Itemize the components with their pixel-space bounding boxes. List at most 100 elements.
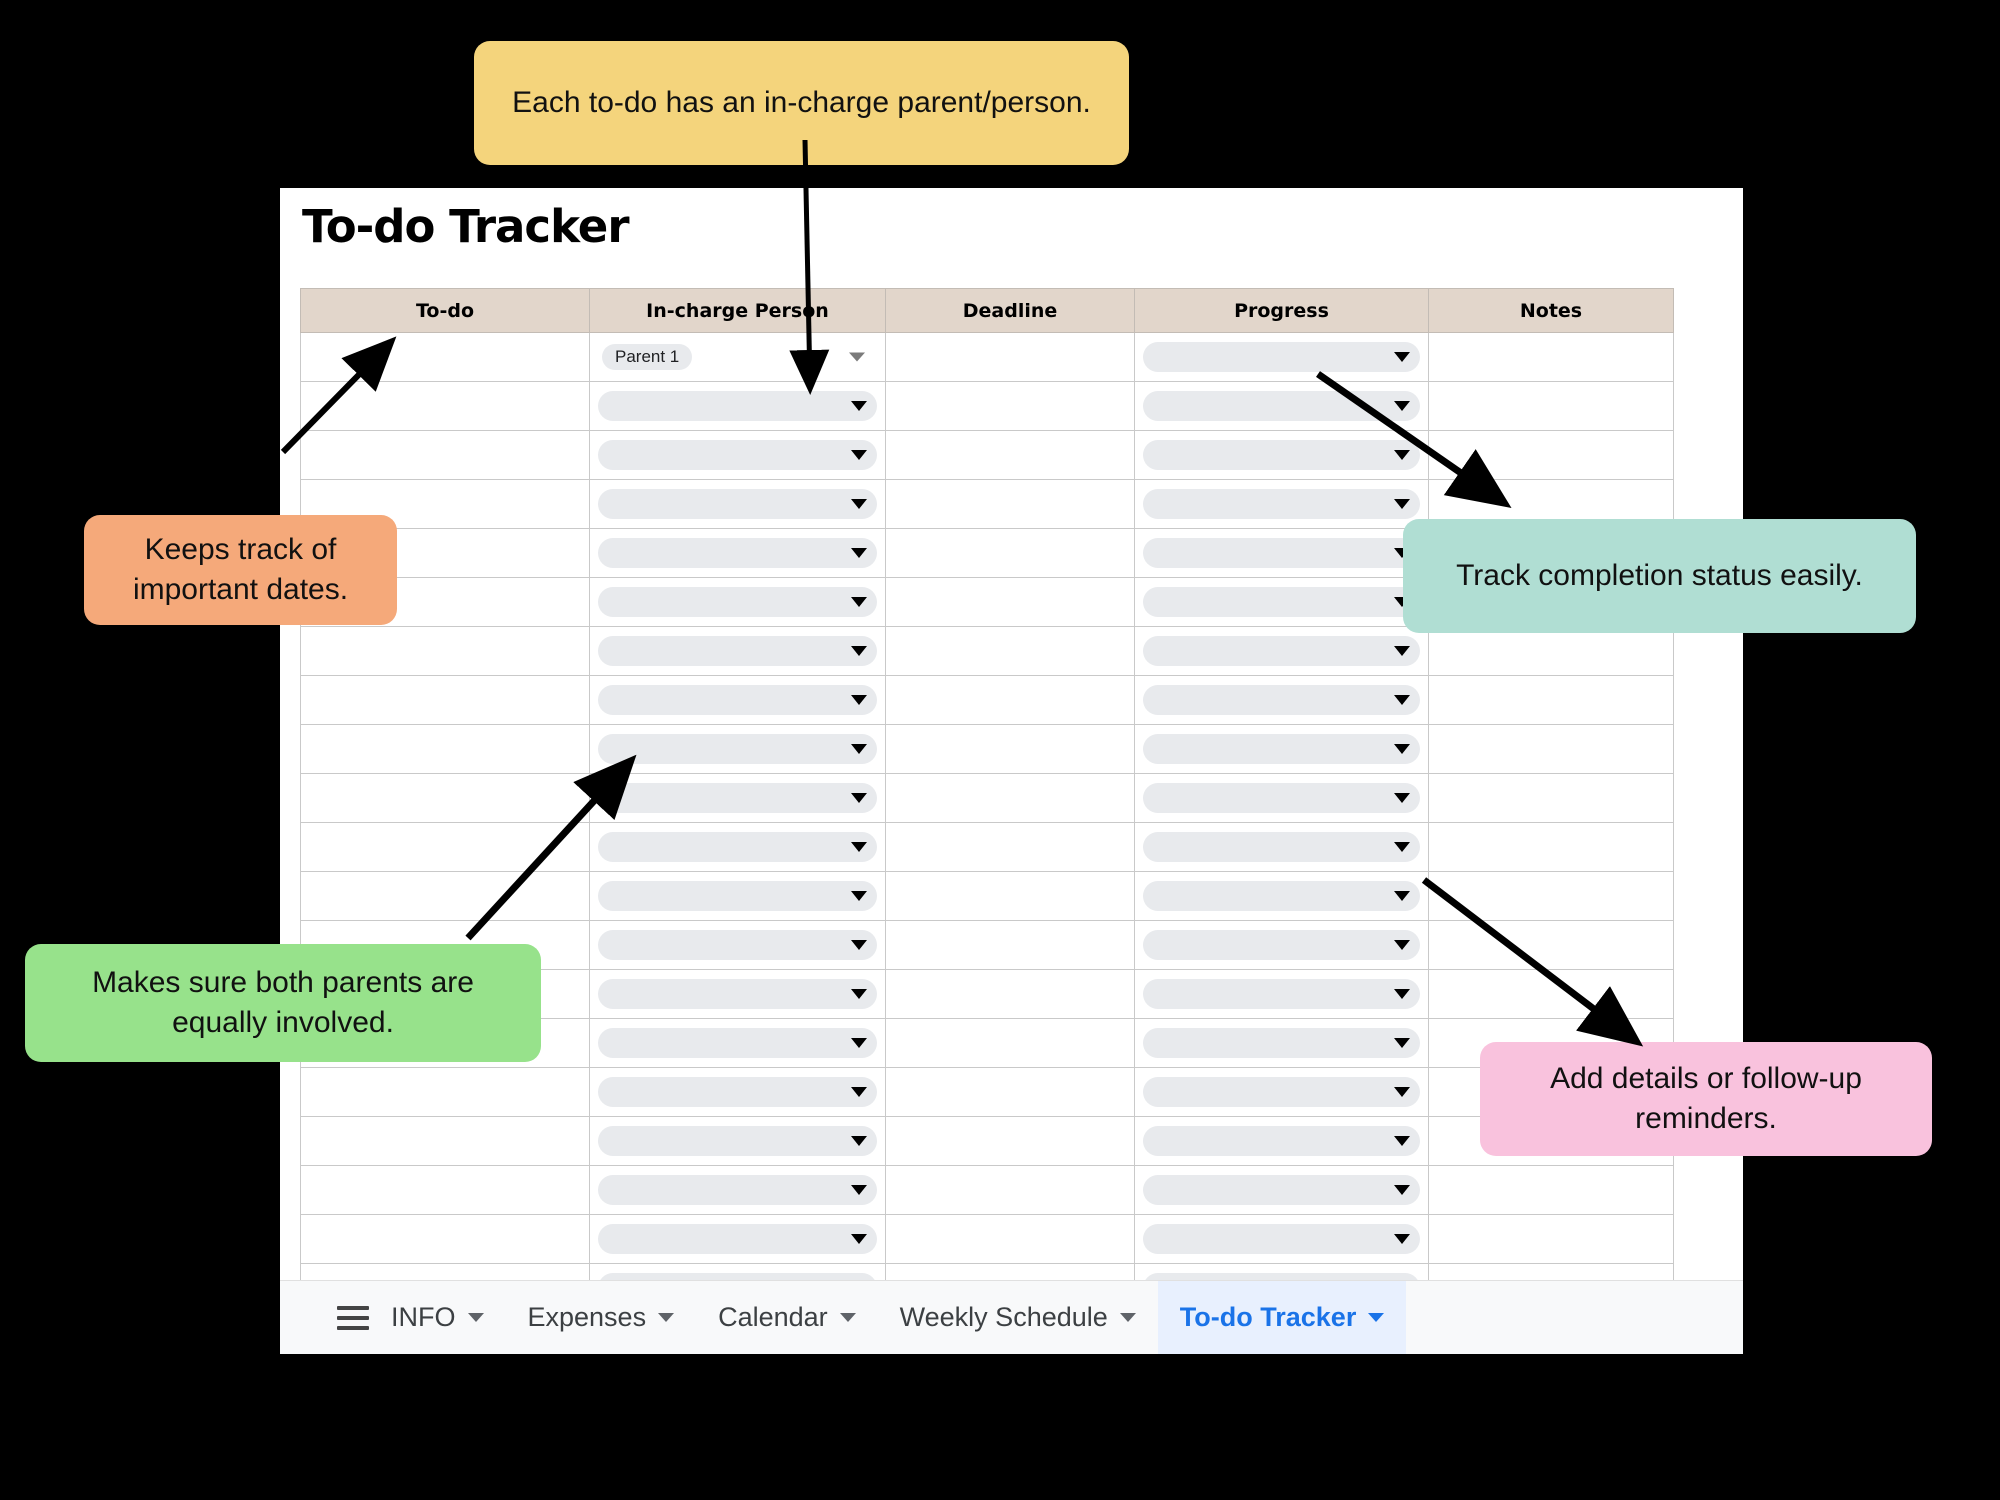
progress-dropdown[interactable] xyxy=(1143,538,1420,568)
progress-dropdown[interactable] xyxy=(1143,440,1420,470)
chevron-down-icon[interactable] xyxy=(1394,450,1410,460)
cell-progress[interactable] xyxy=(1134,1116,1429,1166)
cell-deadline[interactable] xyxy=(885,479,1135,529)
chevron-down-icon[interactable] xyxy=(851,1234,867,1244)
chevron-down-icon[interactable] xyxy=(851,744,867,754)
cell-progress[interactable] xyxy=(1134,920,1429,970)
cell-notes[interactable] xyxy=(1428,1165,1674,1215)
cell-progress[interactable] xyxy=(1134,969,1429,1019)
person-dropdown[interactable] xyxy=(598,832,877,862)
cell-in-charge-person[interactable] xyxy=(589,1067,886,1117)
cell-notes[interactable] xyxy=(1428,920,1674,970)
progress-dropdown[interactable] xyxy=(1143,489,1420,519)
chevron-down-icon[interactable] xyxy=(1394,744,1410,754)
person-dropdown[interactable] xyxy=(598,538,877,568)
cell-deadline[interactable] xyxy=(885,871,1135,921)
cell-in-charge-person[interactable] xyxy=(589,1018,886,1068)
chevron-down-icon[interactable] xyxy=(851,1038,867,1048)
cell-progress[interactable] xyxy=(1134,332,1429,382)
cell-deadline[interactable] xyxy=(885,1214,1135,1264)
progress-dropdown[interactable] xyxy=(1143,881,1420,911)
cell-notes[interactable] xyxy=(1428,675,1674,725)
progress-dropdown[interactable] xyxy=(1143,1224,1420,1254)
cell-in-charge-person[interactable] xyxy=(589,969,886,1019)
chevron-down-icon[interactable] xyxy=(1394,1038,1410,1048)
cell-in-charge-person[interactable] xyxy=(589,479,886,529)
person-dropdown[interactable] xyxy=(598,881,877,911)
cell-deadline[interactable] xyxy=(885,773,1135,823)
progress-dropdown[interactable] xyxy=(1143,783,1420,813)
chevron-down-icon[interactable] xyxy=(1394,548,1410,558)
cell-progress[interactable] xyxy=(1134,577,1429,627)
cell-todo[interactable] xyxy=(300,430,590,480)
chevron-down-icon[interactable] xyxy=(851,499,867,509)
chevron-down-icon[interactable] xyxy=(851,842,867,852)
person-dropdown[interactable] xyxy=(598,587,877,617)
chevron-down-icon[interactable] xyxy=(1394,989,1410,999)
cell-deadline[interactable] xyxy=(885,724,1135,774)
cell-progress[interactable] xyxy=(1134,822,1429,872)
cell-in-charge-person[interactable] xyxy=(589,1165,886,1215)
progress-dropdown[interactable] xyxy=(1143,1077,1420,1107)
chevron-down-icon[interactable] xyxy=(1394,940,1410,950)
chevron-down-icon[interactable] xyxy=(1394,499,1410,509)
cell-progress[interactable] xyxy=(1134,430,1429,480)
chevron-down-icon[interactable] xyxy=(851,1087,867,1097)
chevron-down-icon[interactable] xyxy=(1394,401,1410,411)
person-dropdown[interactable] xyxy=(598,685,877,715)
chevron-down-icon[interactable] xyxy=(851,940,867,950)
cell-in-charge-person[interactable] xyxy=(589,528,886,578)
cell-notes[interactable] xyxy=(1428,626,1674,676)
cell-in-charge-person[interactable] xyxy=(589,724,886,774)
cell-notes[interactable] xyxy=(1428,430,1674,480)
person-dropdown[interactable] xyxy=(598,930,877,960)
progress-dropdown[interactable] xyxy=(1143,832,1420,862)
cell-progress[interactable] xyxy=(1134,626,1429,676)
cell-todo[interactable] xyxy=(300,773,590,823)
chevron-down-icon[interactable] xyxy=(1394,1185,1410,1195)
cell-in-charge-person[interactable] xyxy=(589,920,886,970)
chevron-down-icon[interactable] xyxy=(467,1313,484,1322)
cell-deadline[interactable] xyxy=(885,430,1135,480)
chevron-down-icon[interactable] xyxy=(849,352,865,362)
hamburger-icon[interactable] xyxy=(337,1305,369,1330)
cell-todo[interactable] xyxy=(300,724,590,774)
cell-notes[interactable] xyxy=(1428,822,1674,872)
person-dropdown[interactable] xyxy=(598,783,877,813)
chevron-down-icon[interactable] xyxy=(851,548,867,558)
person-dropdown[interactable] xyxy=(598,1224,877,1254)
chevron-down-icon[interactable] xyxy=(1394,1087,1410,1097)
cell-todo[interactable] xyxy=(300,822,590,872)
cell-notes[interactable] xyxy=(1428,381,1674,431)
cell-notes[interactable] xyxy=(1428,1214,1674,1264)
chevron-down-icon[interactable] xyxy=(851,1136,867,1146)
chevron-down-icon[interactable] xyxy=(1394,842,1410,852)
sheet-tab-info[interactable]: INFO xyxy=(369,1281,506,1354)
chevron-down-icon[interactable] xyxy=(1368,1313,1385,1322)
cell-deadline[interactable] xyxy=(885,675,1135,725)
cell-notes[interactable] xyxy=(1428,724,1674,774)
cell-in-charge-person[interactable] xyxy=(589,626,886,676)
person-dropdown[interactable] xyxy=(598,1077,877,1107)
cell-notes[interactable] xyxy=(1428,773,1674,823)
chevron-down-icon[interactable] xyxy=(1394,1136,1410,1146)
cell-deadline[interactable] xyxy=(885,1067,1135,1117)
progress-dropdown[interactable] xyxy=(1143,342,1420,372)
chevron-down-icon[interactable] xyxy=(1394,695,1410,705)
progress-dropdown[interactable] xyxy=(1143,587,1420,617)
person-dropdown[interactable] xyxy=(598,440,877,470)
cell-in-charge-person[interactable] xyxy=(589,381,886,431)
chevron-down-icon[interactable] xyxy=(1394,597,1410,607)
person-dropdown[interactable] xyxy=(598,1175,877,1205)
sheet-tab-to-do-tracker[interactable]: To-do Tracker xyxy=(1157,1281,1407,1354)
progress-dropdown[interactable] xyxy=(1143,391,1420,421)
chevron-down-icon[interactable] xyxy=(1394,793,1410,803)
progress-dropdown[interactable] xyxy=(1143,1126,1420,1156)
person-dropdown[interactable] xyxy=(598,1028,877,1058)
cell-progress[interactable] xyxy=(1134,1214,1429,1264)
cell-notes[interactable] xyxy=(1428,871,1674,921)
progress-dropdown[interactable] xyxy=(1143,636,1420,666)
progress-dropdown[interactable] xyxy=(1143,734,1420,764)
cell-progress[interactable] xyxy=(1134,1165,1429,1215)
progress-dropdown[interactable] xyxy=(1143,685,1420,715)
